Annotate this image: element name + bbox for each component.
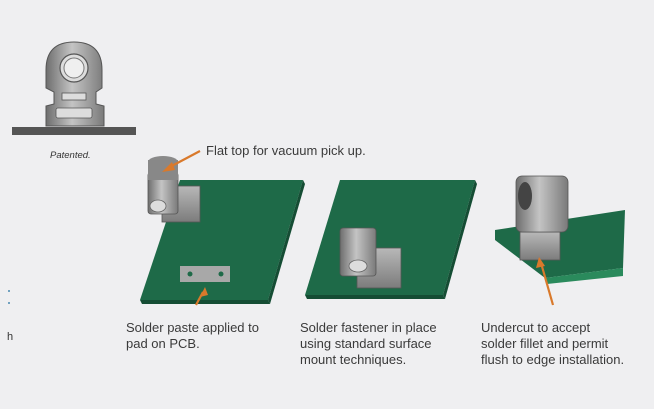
arrow-flat-top [167,150,201,169]
step-1-caption: Solder paste applied to pad on PCB. [126,320,259,352]
callout-flat-top: Flat top for vacuum pick up. [206,143,366,158]
side-view-fastener [12,41,136,135]
step-1-line-2: pad on PCB. [126,336,200,351]
fastener-edge [515,175,569,261]
edge-text-fragment: h [7,331,14,343]
fastener-placed [339,227,402,289]
arrow-undercut [539,262,555,306]
arrows [162,150,555,306]
solder-paste-pad [180,266,230,282]
step-3-caption: Undercut to accept solder fillet and per… [481,320,624,368]
step-2-caption: Solder fastener in place using standard … [300,320,437,368]
step-3-line-3: flush to edge installation. [481,352,625,367]
step-3-line-1: Undercut to accept [481,320,591,335]
step-2-line-2: using standard surface [300,336,432,351]
step-1-line-1: Solder paste applied to [126,320,259,335]
step-2-line-3: mount techniques. [300,352,407,367]
step-2-line-1: Solder fastener in place [300,320,437,335]
step-3-line-2: solder fillet and permit [481,336,609,351]
patented-label: Patented. [50,150,91,161]
fastener-pickup [147,156,201,223]
